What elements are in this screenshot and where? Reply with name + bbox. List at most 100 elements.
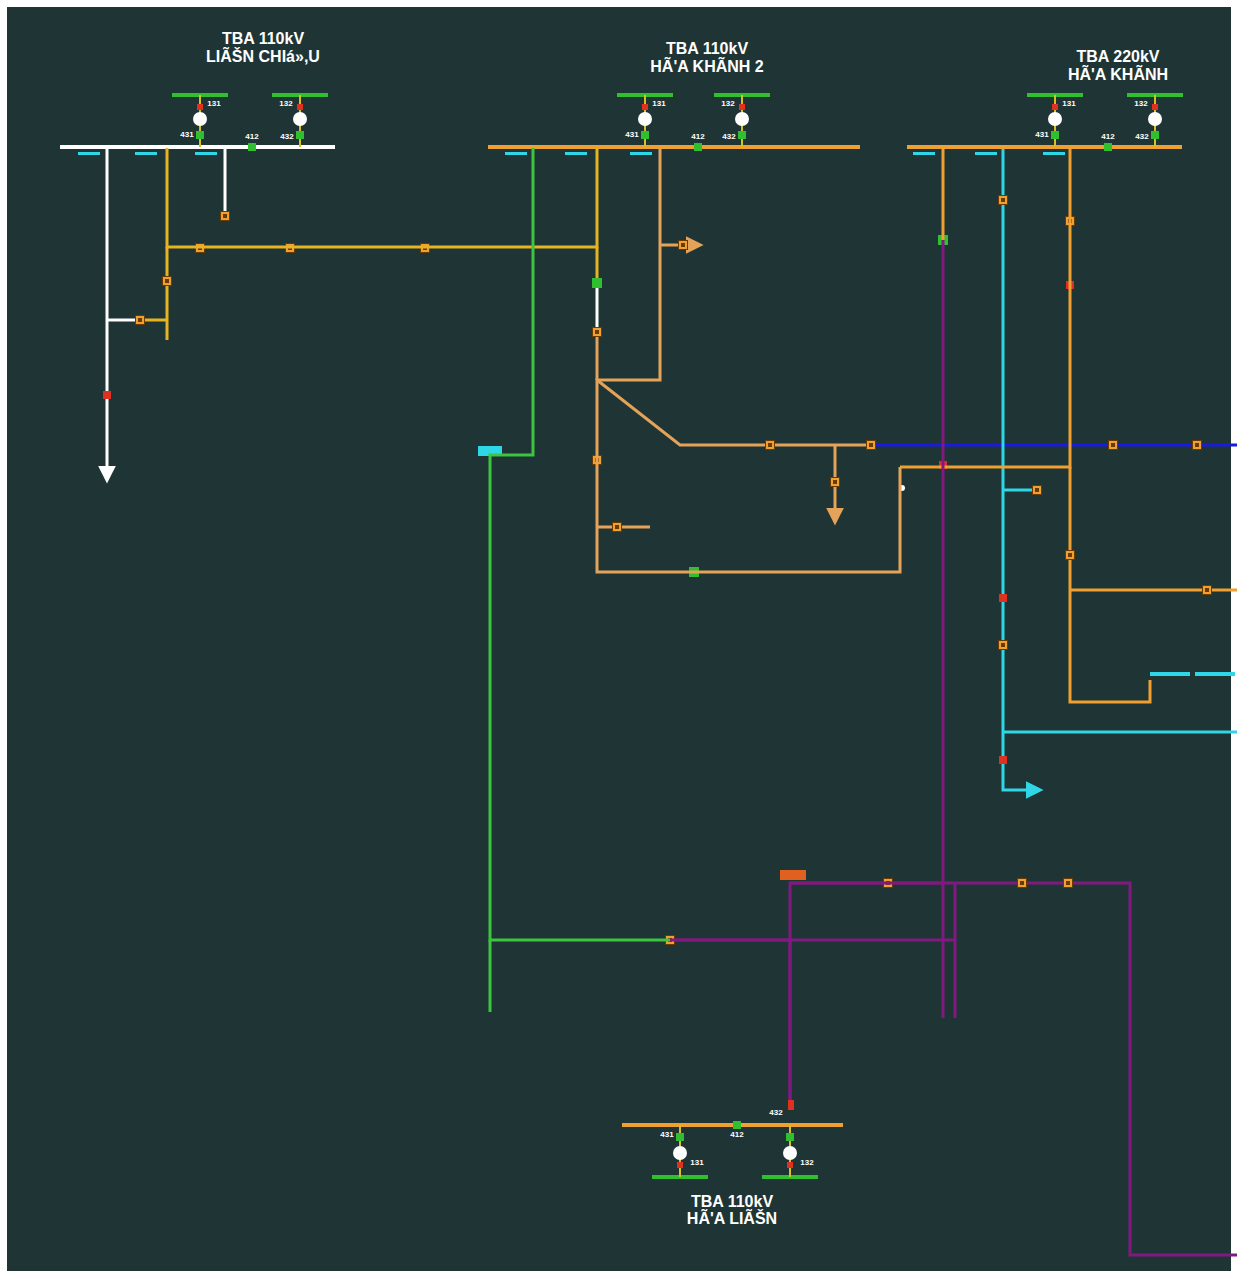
distribution-line [166, 247, 169, 340]
breaker-dot [103, 391, 111, 399]
callout-number: 412 [690, 133, 705, 141]
feeder-segment [942, 148, 945, 240]
switch-symbol [679, 241, 688, 250]
feeder-tag [78, 152, 1235, 676]
callout-number: 431 [179, 131, 194, 139]
feeder-line [597, 148, 1070, 572]
switch-symbol [1018, 879, 1027, 888]
feeder-tag [78, 152, 100, 155]
callout-number: 431 [1034, 131, 1049, 139]
feeder-tag [195, 152, 217, 155]
feeder-segment [597, 148, 900, 572]
feeder-tag [565, 152, 587, 155]
transformer-bay [172, 95, 1183, 1177]
switch-symbol [999, 641, 1008, 650]
substation: TBA 110kV HÃ'A KHÃNH 2 [488, 40, 860, 148]
transformer-bay [762, 1125, 818, 1177]
distribution-line [597, 380, 870, 445]
switch-symbol [163, 277, 172, 286]
distribution-line [106, 149, 109, 480]
busbar [60, 147, 1182, 1125]
closed-switch [592, 235, 948, 577]
distribution-line [489, 940, 492, 1012]
transformer-bay [714, 95, 770, 147]
callout-number: 132 [720, 100, 735, 108]
switch-symbol [831, 478, 840, 487]
feeder-tag [505, 152, 527, 155]
transformer-bay [1027, 95, 1083, 147]
bus-tie [1104, 143, 1112, 151]
callout-number: 432 [768, 1109, 783, 1117]
feeder-tag [630, 152, 652, 155]
callout-number: 131 [689, 1159, 704, 1167]
distribution-line [870, 444, 1237, 447]
distribution-line [597, 526, 650, 529]
switch-symbol [867, 441, 876, 450]
substation: TBA 220kV HÃ'A KHÃNH [907, 48, 1182, 148]
callout-number: 412 [244, 133, 259, 141]
distribution-line [1003, 731, 1237, 734]
callout-number: 132 [1133, 100, 1148, 108]
switch-symbol [999, 196, 1008, 205]
feeder-tag [1195, 672, 1235, 676]
callout-number: 432 [721, 133, 736, 141]
callout-number: 131 [651, 100, 666, 108]
closed-switch [592, 278, 602, 288]
feeder-tag [975, 152, 997, 155]
feeder-tag [1150, 672, 1190, 676]
switch-symbol [1033, 486, 1042, 495]
feeder-tag [1043, 152, 1065, 155]
bus-tie [248, 143, 256, 151]
bus-tie [694, 143, 702, 151]
distribution-line [107, 149, 1237, 1255]
switch-symbol [1193, 441, 1202, 450]
switch-symbol [1109, 441, 1118, 450]
busbar [60, 145, 335, 149]
switch-symbol [1064, 879, 1073, 888]
feeder-segment [790, 240, 943, 1100]
substation-title: TBA 110kV HÃ'A LIÃŠN [670, 1193, 794, 1228]
switch-symbol [1066, 551, 1075, 560]
callout-number: 132 [799, 1159, 814, 1167]
callout-number: 431 [659, 1131, 674, 1139]
substation-title: TBA 110kV HÃ'A KHÃNH 2 [645, 40, 769, 75]
breaker-dot [999, 594, 1007, 602]
switch-symbol [613, 523, 622, 532]
callout-number: 412 [1100, 133, 1115, 141]
transformer-bay [617, 95, 673, 147]
distribution-line [1070, 467, 1150, 702]
bus-tie [733, 1121, 741, 1129]
distribution-line [224, 149, 227, 215]
recloser-device [780, 870, 806, 880]
feeder-tag [135, 152, 157, 155]
distribution-line [954, 883, 957, 1018]
substation: TBA 110kV LIÃŠN CHIá»,U [60, 30, 335, 148]
switch-symbol [221, 212, 230, 221]
feeder-line [790, 148, 943, 1100]
switch-symbol [593, 328, 602, 337]
callout-number: 132 [278, 100, 293, 108]
feeder-segment [490, 148, 670, 940]
callout-number: 432 [1134, 133, 1149, 141]
recloser-device [478, 446, 806, 1110]
substation: TBA 110kV HÃ'A LIÃŠN [622, 1100, 843, 1228]
busbar [622, 1123, 843, 1127]
callout-number: 432 [279, 133, 294, 141]
switch-symbol [136, 316, 145, 325]
substation-title: TBA 110kV LIÃŠN CHIá»,U [201, 30, 325, 65]
distribution-line [942, 883, 945, 1018]
background [7, 7, 1231, 1271]
busbar [488, 145, 860, 149]
distribution-line [596, 247, 599, 280]
callout-number: 131 [1061, 100, 1076, 108]
recloser-device [788, 1100, 794, 1110]
callout-number: 412 [729, 1131, 744, 1139]
callout-number: 431 [624, 131, 639, 139]
transformer-bay [652, 1125, 708, 1177]
busbar [907, 145, 1182, 149]
substation-title: TBA 220kV HÃ'A KHÃNH [1056, 48, 1180, 83]
